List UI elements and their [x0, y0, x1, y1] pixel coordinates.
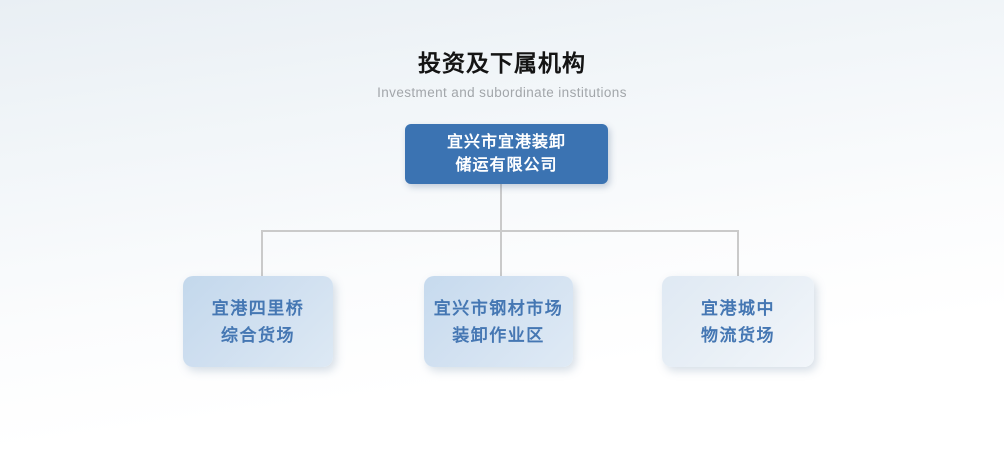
- connector-root-stem: [500, 183, 502, 231]
- page-title: 投资及下属机构: [418, 50, 586, 76]
- page-subtitle: Investment and subordinate institutions: [377, 85, 627, 100]
- page-header: 投资及下属机构 Investment and subordinate insti…: [0, 44, 1004, 100]
- org-node-siliqiao-yard: 宜港四里桥 综合货场: [183, 276, 333, 367]
- connector-drop-left: [261, 230, 263, 277]
- org-node-label-line2: 物流货场: [701, 325, 775, 345]
- org-node-root: 宜兴市宜港装卸 储运有限公司: [405, 124, 608, 184]
- org-node-label-line1: 宜港四里桥: [211, 298, 305, 318]
- org-node-root-label-line2: 储运有限公司: [455, 157, 558, 174]
- org-node-label-line2: 综合货场: [221, 325, 295, 345]
- org-node-chengzhong-logistics-yard: 宜港城中 物流货场: [662, 276, 814, 367]
- connector-drop-right: [737, 230, 739, 277]
- org-node-label-line1: 宜港城中: [701, 298, 775, 318]
- org-node-label-line1: 宜兴市钢材市场: [433, 298, 564, 318]
- org-node-root-label-line1: 宜兴市宜港装卸: [446, 134, 566, 151]
- connector-drop-center: [500, 230, 502, 277]
- org-node-steel-market-area: 宜兴市钢材市场 装卸作业区: [424, 276, 573, 367]
- org-node-label-line2: 装卸作业区: [452, 325, 545, 345]
